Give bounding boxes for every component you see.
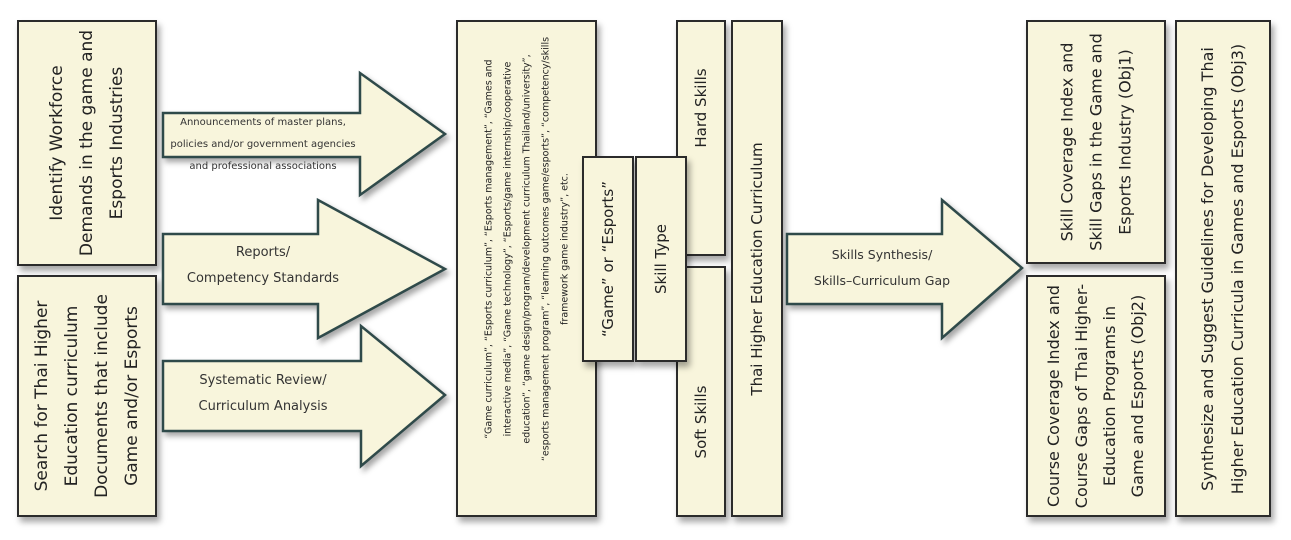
text-line: Search for Thai Higher xyxy=(32,300,52,492)
arrow-shape xyxy=(161,70,448,198)
arrow-reports: Reports/ Competency Standards xyxy=(161,197,448,341)
arrow-shape xyxy=(161,197,448,341)
curriculum-search-box: Search for Thai Higher Education curricu… xyxy=(17,275,157,517)
text-line: Esports Industry (Obj1) xyxy=(1115,49,1135,235)
hard-skills-label: Hard Skills xyxy=(692,68,710,148)
workforce-demand-text: Identify Workforce Demands in the game a… xyxy=(42,30,132,256)
game-or-esports-box: “Game” or “Esports” xyxy=(582,156,634,362)
text-line: Skill Coverage Index and xyxy=(1057,42,1077,242)
skill-type-label: Skill Type xyxy=(652,224,670,294)
text-line: Systematic Review/ xyxy=(199,373,327,388)
obj1-skill-coverage-box: Skill Coverage Index and Skill Gaps in t… xyxy=(1026,20,1166,264)
arrow-skills-synthesis-label: Skills Synthesis/ Skills–Curriculum Gap xyxy=(787,242,977,294)
text-line: Skills–Curriculum Gap xyxy=(813,273,951,288)
keyword-line: framework game industry”, etc. xyxy=(559,172,570,325)
keyword-line: “Game curriculum”, “Esports curriculum”,… xyxy=(483,58,494,439)
text-line: Skill Gaps in the Game and xyxy=(1086,33,1106,251)
obj2-text: Course Coverage Index and Course Gaps of… xyxy=(1040,284,1152,508)
arrow-shape xyxy=(161,323,447,469)
arrow-reports-label: Reports/ Competency Standards xyxy=(163,240,363,292)
workforce-demand-box: Identify Workforce Demands in the game a… xyxy=(17,20,157,266)
text-line: Reports/ xyxy=(235,245,291,260)
search-keywords-box: “Game curriculum”, “Esports curriculum”,… xyxy=(456,20,597,517)
search-keywords-text: “Game curriculum”, “Esports curriculum”,… xyxy=(479,36,574,460)
arrow-systematic-review-label: Systematic Review/ Curriculum Analysis xyxy=(163,368,363,420)
arrow-skills-synthesis: Skills Synthesis/ Skills–Curriculum Gap xyxy=(785,197,1027,341)
keyword-line: education”, “game design/program/develop… xyxy=(521,53,532,444)
keyword-line: interactive media”, “Game technology”, “… xyxy=(502,61,513,436)
soft-skills-label: Soft Skills xyxy=(692,385,710,458)
obj3-guidelines-box: Synthesize and Suggest Guidelines for De… xyxy=(1175,20,1271,517)
text-line: Education Programs in xyxy=(1100,305,1119,487)
text-line: Synthesize and Suggest Guidelines for De… xyxy=(1198,46,1217,491)
text-line: Education curriculum xyxy=(62,305,82,487)
thai-curriculum-box: Thai Higher Education Curriculum xyxy=(731,20,783,517)
arrow-systematic-review: Systematic Review/ Curriculum Analysis xyxy=(161,323,448,469)
keyword-line: “esports management program”, “learning … xyxy=(540,36,551,461)
text-line: Course Coverage Index and xyxy=(1044,285,1063,507)
skill-type-box: Skill Type xyxy=(635,156,687,362)
game-or-esports-label: “Game” or “Esports” xyxy=(599,181,617,337)
obj3-text: Synthesize and Suggest Guidelines for De… xyxy=(1193,43,1253,493)
text-line: Skills Synthesis/ xyxy=(831,247,933,262)
text-line: Game and Esports (Obj2) xyxy=(1128,294,1147,498)
text-line: and professional associations xyxy=(189,161,337,172)
obj1-text: Skill Coverage Index and Skill Gaps in t… xyxy=(1053,33,1140,250)
thai-curriculum-label: Thai Higher Education Curriculum xyxy=(748,141,766,396)
text-line: Course Gaps of Thai Higher- xyxy=(1072,283,1091,509)
text-line: Identify Workforce xyxy=(47,65,67,221)
text-line: Competency Standards xyxy=(186,271,340,286)
text-line: Esports Industries xyxy=(107,66,127,220)
text-line: Documents that include xyxy=(92,294,112,498)
text-line: Demands in the game and xyxy=(77,29,97,257)
text-line: Higher Education Curricula in Games and … xyxy=(1228,43,1247,494)
text-line: Announcements of master plans, xyxy=(180,117,346,128)
arrow-announcements: Announcements of master plans, policies … xyxy=(161,70,448,200)
curriculum-search-text: Search for Thai Higher Education curricu… xyxy=(27,294,147,498)
text-line: policies and/or government agencies xyxy=(170,139,356,150)
obj2-course-coverage-box: Course Coverage Index and Course Gaps of… xyxy=(1026,275,1166,517)
arrow-announcements-label: Announcements of master plans, policies … xyxy=(163,112,363,178)
text-line: Game and/or Esports xyxy=(122,306,142,486)
arrow-shape xyxy=(785,197,1024,341)
text-line: Curriculum Analysis xyxy=(198,399,328,414)
